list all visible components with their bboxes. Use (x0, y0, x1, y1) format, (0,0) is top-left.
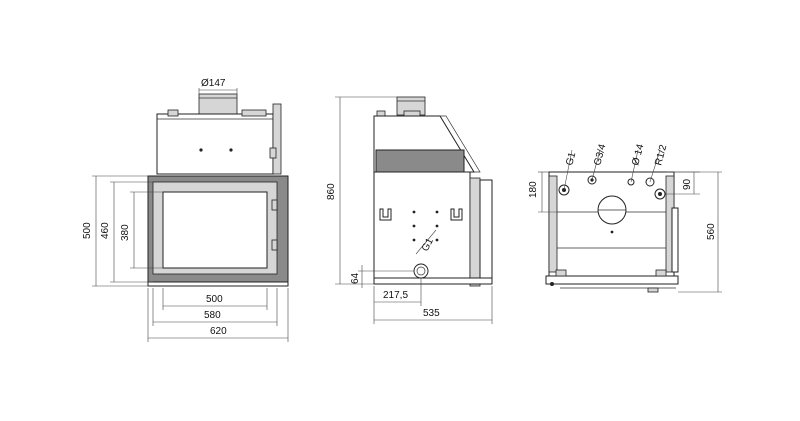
dim-rear-90: 90 (682, 178, 693, 190)
dim-connection-height: 64 (350, 272, 361, 284)
front-glass (162, 191, 268, 269)
dim-width-glass: 500 (206, 294, 223, 305)
rear-label-d14: Ø 14 (630, 143, 646, 167)
dim-total-depth: 535 (423, 308, 440, 319)
front-top-housing (156, 113, 274, 175)
dim-total-height: 860 (326, 183, 337, 200)
front-view: Ø147 500 460 380 500 (82, 78, 289, 342)
rear-body (548, 171, 675, 277)
dim-height-outer: 500 (82, 222, 93, 239)
dim-width-outer: 620 (210, 326, 227, 337)
dim-rear-total-height: 560 (706, 223, 717, 240)
dim-height-inner: 460 (100, 222, 111, 239)
rear-base (545, 275, 679, 285)
side-view: G1 860 64 217,5 535 (326, 96, 493, 324)
rear-label-r12: R1/2 (653, 143, 669, 167)
flue-collar (198, 93, 238, 117)
flue-diameter-label: Ø147 (201, 78, 226, 89)
side-body (373, 171, 471, 279)
dim-height-glass: 380 (120, 224, 131, 241)
rear-label-g1: G1 (564, 151, 578, 167)
side-g1-connection (413, 263, 429, 279)
dim-connection-offset: 217,5 (383, 290, 408, 301)
dim-rear-180: 180 (528, 181, 539, 198)
dim-width-inner: 580 (204, 310, 221, 321)
rear-view: G1 G3/4 Ø 14 R1/2 180 90 560 (528, 143, 722, 293)
rear-label-g34: G3/4 (592, 143, 608, 167)
